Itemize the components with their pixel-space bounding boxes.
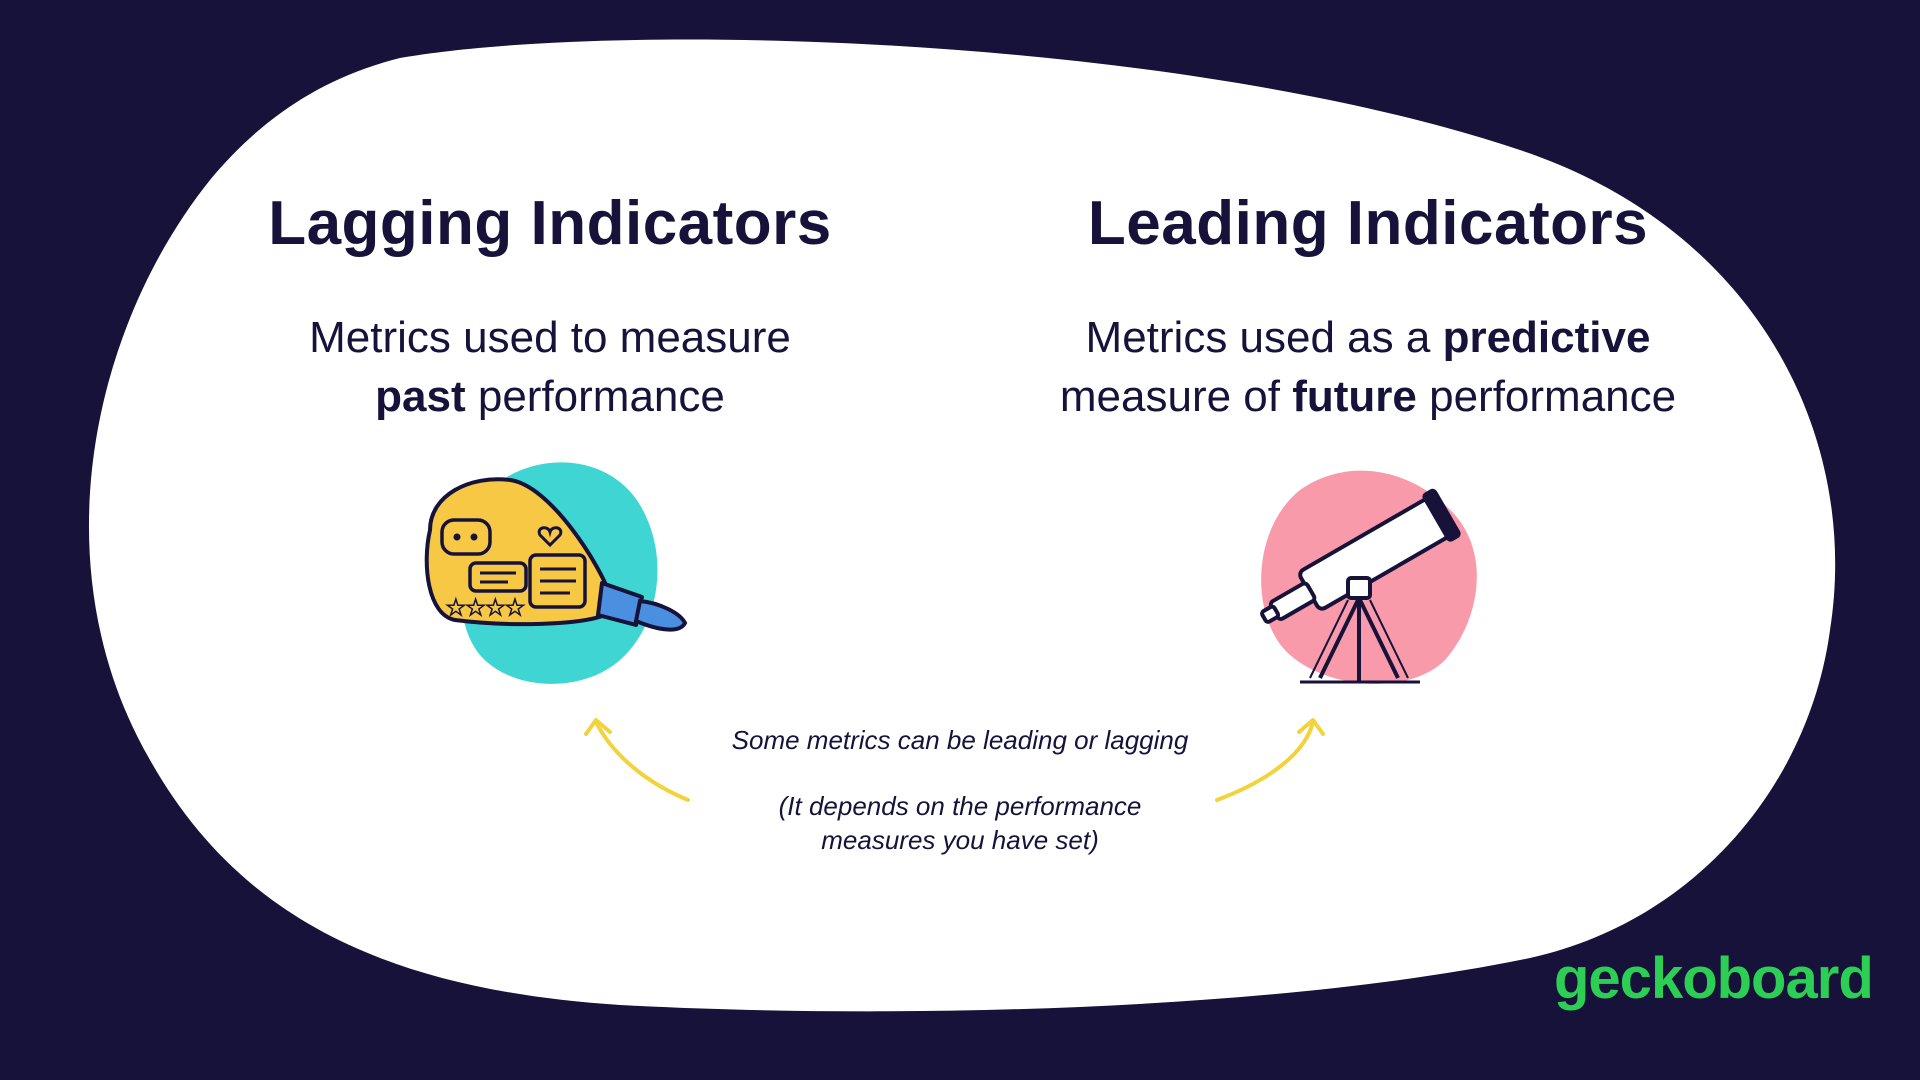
heart-shape xyxy=(537,526,563,548)
leading-desc-bold2: future xyxy=(1292,372,1417,421)
note-line-2: (It depends on the performance xyxy=(778,791,1142,821)
leading-desc-mid: measure of xyxy=(1059,372,1293,421)
right-curved-arrow xyxy=(1215,718,1325,802)
lagging-desc-text: Metrics used to measure xyxy=(309,313,791,362)
geckoboard-logo: geckoboard xyxy=(1554,946,1874,1011)
leading-title: Leading Indicators xyxy=(1087,189,1649,258)
eyepiece xyxy=(596,581,644,627)
telescope-lens xyxy=(1422,488,1461,542)
note-line-1: Some metrics can be leading or lagging xyxy=(731,725,1189,755)
chat-bubble xyxy=(440,518,492,556)
eyepiece-tip xyxy=(633,598,688,632)
star-row: ★★★★ xyxy=(446,596,525,621)
note-text: Some metrics can be leading or lagging (… xyxy=(660,723,1260,857)
leading-desc-text: Metrics used as a xyxy=(1085,313,1443,362)
leading-desc-bold1: predictive xyxy=(1442,313,1651,362)
telescope-on-tripod-icon xyxy=(1260,470,1477,684)
lagging-desc-bold: past xyxy=(375,372,466,421)
telescope-viewing-past-icon: ★★★★ xyxy=(424,462,688,684)
leading-description: Metrics used as a predictive measure of … xyxy=(988,308,1748,426)
left-curved-arrow xyxy=(584,718,690,802)
card-item xyxy=(468,561,528,593)
lagging-description: Metrics used to measure past performance xyxy=(170,308,930,426)
lagging-title: Lagging Indicators xyxy=(268,189,832,258)
card-shape xyxy=(88,39,1836,1012)
leading-desc-after: performance xyxy=(1416,372,1677,421)
lagging-desc-after: performance xyxy=(465,372,725,421)
note-line-3: measures you have set) xyxy=(821,825,1099,855)
telescope-mount xyxy=(1346,576,1372,600)
